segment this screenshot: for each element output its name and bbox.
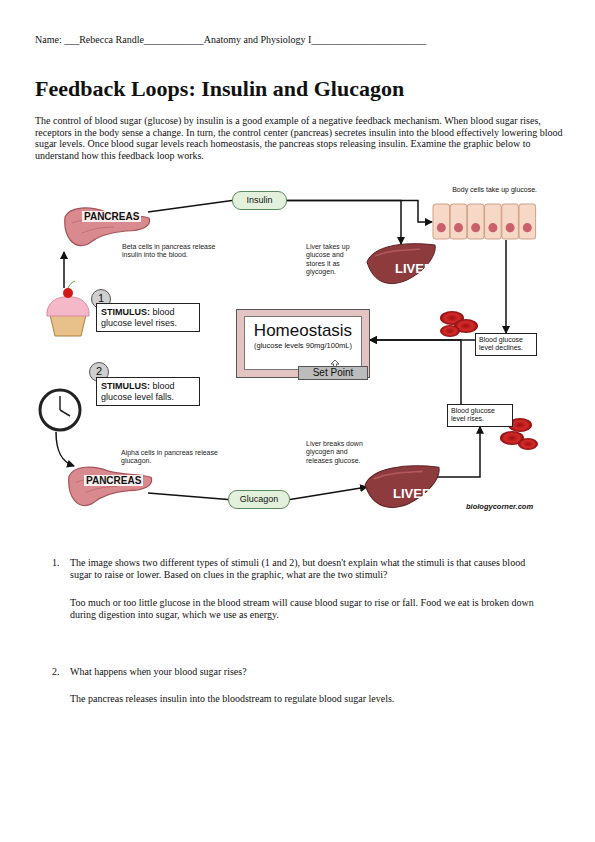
set-point-box: Set Point — [298, 366, 368, 380]
connector — [290, 487, 367, 500]
caption: Liver breaks down glycogen and releases … — [306, 440, 364, 465]
question-text: The image shows two different types of s… — [70, 557, 542, 580]
connector — [148, 201, 232, 213]
body-cell — [433, 204, 450, 239]
cell-nucleus — [523, 223, 532, 232]
cell-nucleus — [506, 223, 515, 232]
node-text: (glucose levels 90mg/100mL) — [245, 341, 361, 350]
red-blood-cells — [440, 311, 478, 337]
pancreas-outline — [65, 208, 150, 245]
caption: Beta cells in pancreas release insulin i… — [122, 243, 222, 260]
stimulus-box: STIMULUS:blood glucose level falls. — [96, 377, 200, 406]
intro-text: The control of blood sugar (glucose) by … — [35, 115, 563, 161]
stimulus-arrow — [56, 432, 74, 466]
cell-nucleus — [488, 223, 497, 232]
body-cell — [485, 204, 502, 239]
pancreas-shape — [62, 203, 152, 248]
question-number: 2. — [52, 666, 68, 678]
body-cells: Body cells take up glucose. — [432, 186, 537, 240]
liver-outline — [365, 466, 439, 508]
liver-organ: LIVER — [365, 240, 437, 288]
node-text: Glucagon — [233, 494, 285, 505]
stimulus-arrow — [63, 252, 65, 288]
connector — [287, 201, 432, 223]
connector — [437, 427, 480, 477]
stimulus-heading: STIMULUS: — [101, 381, 150, 391]
node-text: Set Point — [299, 367, 367, 379]
connector — [287, 201, 401, 245]
result-box: Blood glucose level declines. — [475, 333, 537, 356]
cell-nucleus — [437, 223, 446, 232]
cell-nucleus — [454, 223, 463, 232]
homeostasis-box: Homeostasis(glucose levels 90mg/100mL)Se… — [236, 309, 370, 378]
pancreas-outline — [69, 467, 152, 505]
body-cell — [450, 204, 467, 239]
answer-text: The pancreas releases insulin into the b… — [70, 693, 546, 705]
node-text: Blood glucose level rises. — [451, 407, 509, 424]
title: Feedback Loops: Insulin and Glucagon — [35, 76, 404, 102]
node-text: Homeostasis — [245, 321, 361, 341]
connector — [148, 493, 228, 500]
header-line: Name: ___Rebecca Randle____________Anato… — [35, 34, 575, 46]
node-text: PANCREAS — [82, 211, 141, 222]
connector — [505, 240, 507, 333]
stimulus-heading: STIMULUS: — [101, 307, 150, 317]
body-cell — [502, 204, 519, 239]
credit: biologycorner.com — [466, 502, 533, 511]
node-text: Blood glucose level declines. — [479, 336, 533, 353]
cupcake — [47, 281, 89, 336]
pancreas-organ: PANCREAS — [66, 462, 154, 508]
question-text: What happens when your blood sugar rises… — [70, 666, 542, 678]
cell-nucleus — [471, 223, 480, 232]
connector — [370, 340, 461, 404]
liver-highlight — [375, 249, 420, 256]
homeostasis-panel: Homeostasis(glucose levels 90mg/100mL) — [244, 316, 362, 370]
pancreas-organ: PANCREAS — [62, 203, 152, 248]
clock — [40, 390, 80, 430]
answer-text: Too much or too little glucose in the bl… — [70, 597, 546, 620]
caption: Alpha cells in pancreas release glucagon… — [121, 449, 221, 466]
question-number: 1. — [52, 557, 68, 569]
body-cell — [467, 204, 484, 239]
stimulus-box: STIMULUS:blood glucose level rises. — [96, 303, 200, 332]
hormone-label: Glucagon — [228, 490, 290, 509]
caption: Liver takes up glucose and stores it as … — [306, 243, 364, 277]
body-cell — [519, 204, 536, 239]
hormone-label: Insulin — [232, 191, 287, 210]
node-text: LIVER — [395, 262, 433, 276]
node-text: Body cells take up glucose. — [432, 186, 537, 194]
result-box: Blood glucose level rises. — [447, 404, 513, 427]
node-text: Insulin — [237, 195, 282, 206]
liver-highlight — [374, 471, 423, 478]
node-text: LIVER — [393, 487, 431, 501]
cells-shape — [432, 203, 537, 240]
liver-outline — [367, 244, 435, 284]
node-text: PANCREAS — [84, 475, 143, 486]
liver-organ: LIVER — [363, 462, 441, 512]
